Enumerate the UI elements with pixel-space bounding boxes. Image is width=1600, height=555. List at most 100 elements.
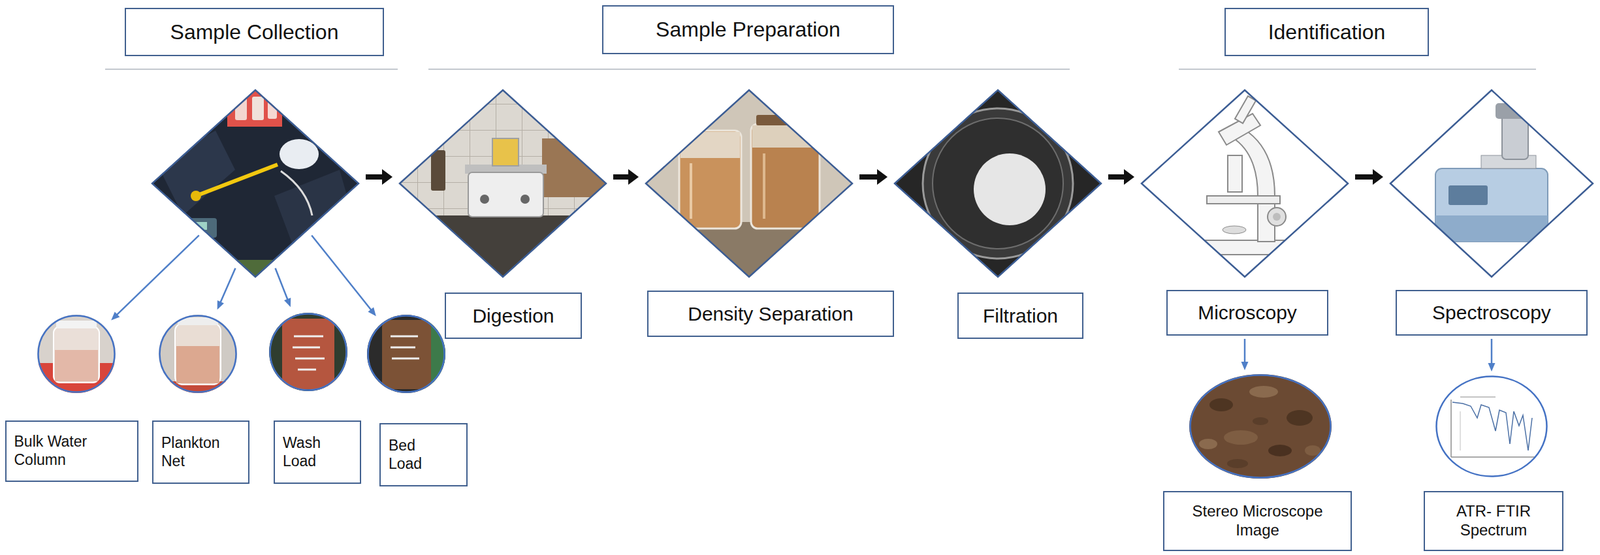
arrow-head bbox=[111, 312, 120, 321]
section-rule bbox=[105, 68, 398, 70]
jar bbox=[53, 326, 100, 383]
cardboard-box bbox=[542, 138, 607, 198]
section-header-node: Identification bbox=[1224, 7, 1429, 57]
bed-load-jar bbox=[367, 314, 446, 394]
circle-outline bbox=[1190, 375, 1331, 479]
hot-plate bbox=[468, 172, 544, 217]
handwriting bbox=[390, 346, 416, 349]
circle-shape bbox=[37, 314, 116, 394]
background bbox=[158, 314, 238, 394]
lamp bbox=[1222, 225, 1247, 234]
label-box: Digestion bbox=[444, 292, 582, 339]
label-text: Filtration bbox=[982, 304, 1058, 328]
label-text: Wash Load bbox=[282, 434, 349, 471]
diamond-outline bbox=[399, 90, 607, 277]
handwriting bbox=[297, 368, 317, 371]
label-box: Wash Load bbox=[273, 420, 362, 484]
texture bbox=[1268, 444, 1292, 457]
label-box: Filtration bbox=[957, 292, 1084, 339]
texture bbox=[1304, 445, 1321, 456]
bench bbox=[645, 222, 853, 278]
label-box: Bed Load bbox=[379, 423, 468, 487]
tape-reel bbox=[190, 190, 202, 202]
diamond-shape bbox=[151, 89, 360, 278]
faint-note bbox=[1460, 396, 1496, 398]
jar bbox=[175, 323, 221, 385]
texture bbox=[1199, 438, 1218, 450]
background bbox=[37, 314, 116, 394]
glass-jar bbox=[751, 124, 820, 229]
texture bbox=[1209, 398, 1233, 412]
section-rule bbox=[428, 68, 1070, 70]
filter-paper bbox=[973, 153, 1046, 226]
cable bbox=[280, 171, 313, 216]
process-step: Microscopy bbox=[1140, 89, 1349, 336]
label-text: Density Separation bbox=[687, 302, 853, 326]
label-box: Microscopy bbox=[1166, 289, 1329, 336]
arrow-shaft bbox=[1355, 174, 1375, 180]
jar bbox=[382, 320, 432, 390]
knob bbox=[480, 194, 490, 204]
lab-photo bbox=[399, 89, 607, 278]
arrow-head bbox=[284, 297, 291, 307]
texture bbox=[1249, 385, 1279, 398]
flow-arrow bbox=[1108, 169, 1135, 185]
shape-outline bbox=[1189, 374, 1332, 479]
bottle bbox=[252, 96, 264, 121]
background bbox=[367, 314, 446, 394]
handwriting bbox=[295, 357, 325, 360]
flow-arrow bbox=[365, 169, 393, 185]
flow-arrow bbox=[217, 268, 236, 310]
handwriting bbox=[292, 346, 320, 349]
arrow-head bbox=[1241, 361, 1249, 371]
flow-arrow bbox=[275, 268, 292, 307]
arrow-shaft bbox=[116, 235, 200, 315]
particle-surface bbox=[1189, 374, 1332, 479]
arrow-shaft bbox=[311, 235, 371, 311]
spectrum-picture bbox=[1435, 375, 1548, 478]
texture bbox=[1286, 410, 1313, 426]
arrow-shaft bbox=[1244, 338, 1247, 363]
arrow-head bbox=[628, 169, 639, 185]
sample-type: Wash Load bbox=[269, 312, 362, 484]
shape-outline bbox=[151, 89, 360, 278]
tiled-wall bbox=[399, 89, 607, 278]
circle-shape bbox=[367, 314, 446, 394]
bulk-water-jar bbox=[37, 314, 116, 396]
instrument-front bbox=[1435, 215, 1548, 242]
diamond-outline bbox=[894, 90, 1102, 277]
reagent-bottle bbox=[431, 150, 446, 191]
plankton-jar bbox=[158, 314, 238, 395]
flow-arrow bbox=[613, 169, 639, 185]
label-box: Bulk Water Column bbox=[5, 420, 139, 482]
microscope-stage bbox=[1206, 195, 1280, 204]
glass-highlight bbox=[689, 163, 693, 219]
handwriting bbox=[390, 335, 418, 338]
diamond-shape bbox=[894, 89, 1102, 278]
label-text: Microscopy bbox=[1197, 301, 1297, 325]
background bbox=[894, 89, 1102, 278]
process-step: Spectroscopy bbox=[1389, 89, 1594, 336]
diamond-outline bbox=[1141, 90, 1348, 277]
label-text: Plankton Net bbox=[161, 434, 237, 471]
circle-outline bbox=[1436, 376, 1548, 477]
jar bbox=[282, 318, 335, 390]
background bbox=[269, 312, 348, 392]
stereo-image bbox=[1189, 374, 1332, 479]
filter-photo bbox=[894, 89, 1102, 278]
shape-outline bbox=[894, 89, 1102, 278]
arrow-shaft bbox=[1108, 174, 1126, 180]
arrow-shaft bbox=[613, 174, 630, 180]
spectrum-line bbox=[1452, 402, 1533, 451]
handwriting bbox=[293, 335, 324, 338]
result-view: Stereo Microscope Image bbox=[1163, 374, 1352, 552]
section-header-node: Sample Preparation bbox=[602, 5, 895, 55]
diamond-shape bbox=[645, 89, 853, 278]
label-box: Stereo Microscope Image bbox=[1163, 491, 1352, 552]
diamond-outline bbox=[645, 90, 853, 277]
shape-outline bbox=[399, 89, 607, 278]
microscope-base bbox=[1200, 240, 1300, 255]
header-text: Sample Preparation bbox=[655, 16, 841, 42]
section-rule bbox=[1178, 68, 1536, 70]
water-sample bbox=[54, 350, 98, 382]
